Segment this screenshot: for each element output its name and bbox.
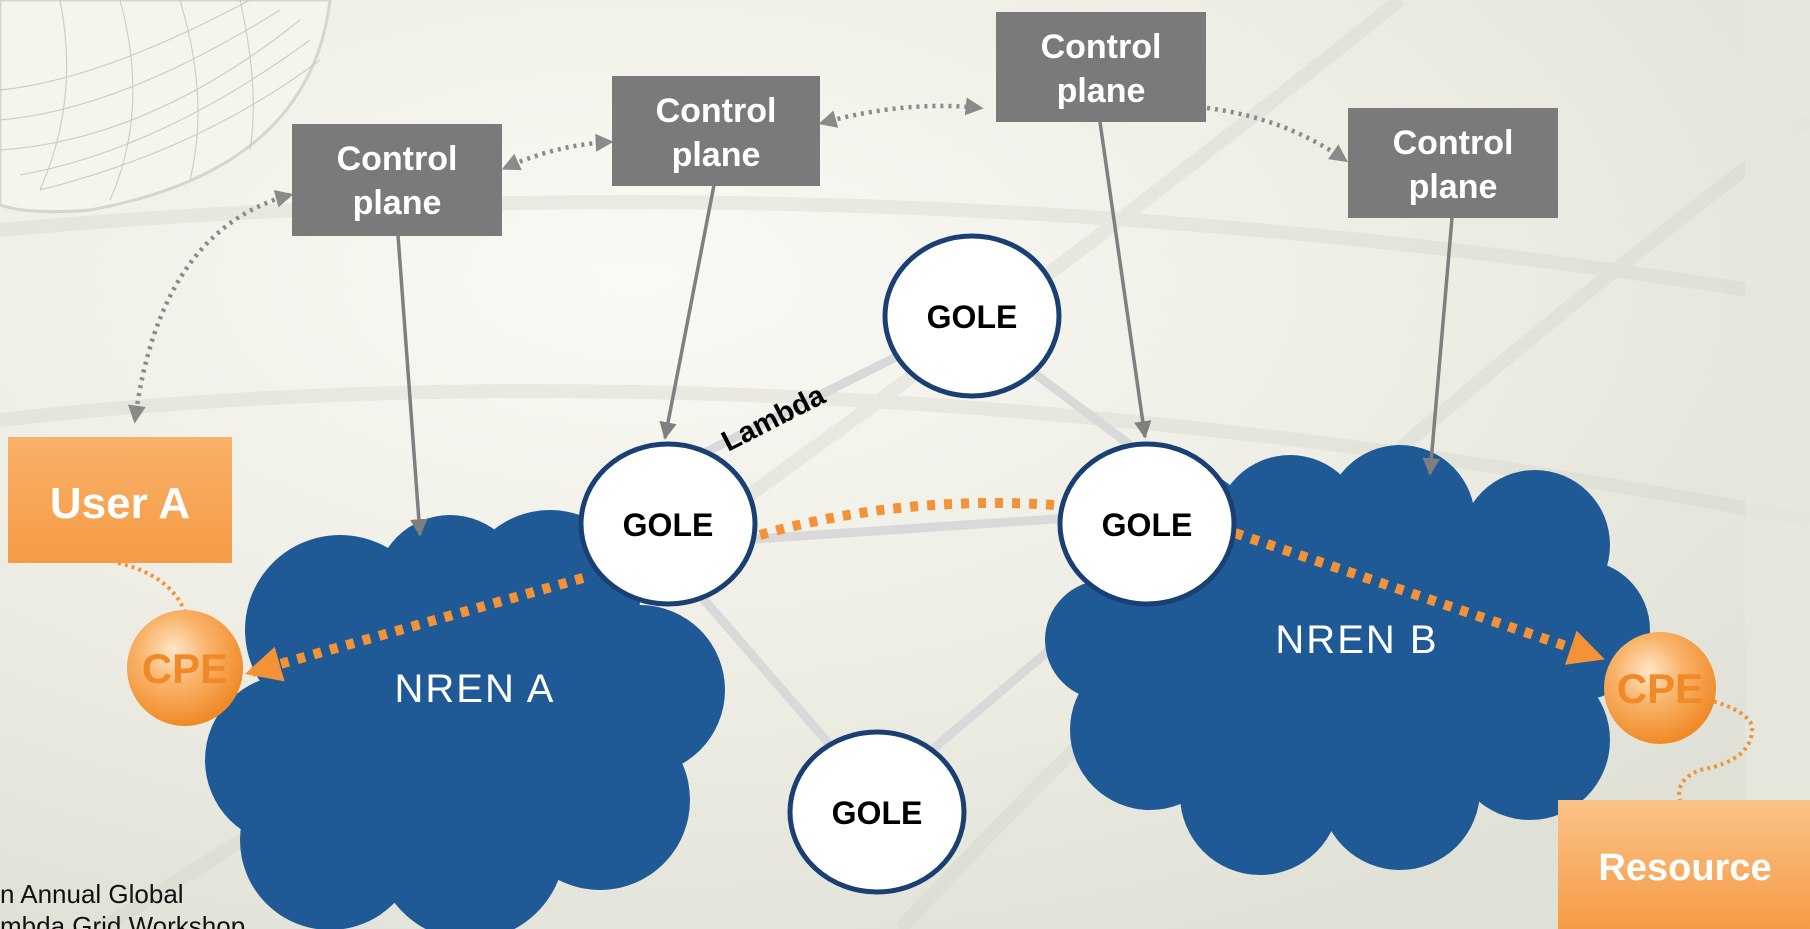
footer-line-1: n Annual Global [0,879,184,909]
link-gole-left-right [735,513,1075,545]
cp1-line2: plane [353,184,442,222]
control-plane-cp3: Control plane [996,12,1206,122]
gole-node-right: GOLE [1057,441,1237,607]
arrow-cp4-nren-b [1422,217,1454,476]
nren-a-label: NREN A [395,667,556,711]
cp1-line1: Control [337,140,458,178]
control-plane-cp4: Control plane [1348,108,1558,218]
nren-b-label: NREN B [1275,618,1438,662]
gole-top-label: GOLE [927,299,1018,335]
gole-bottom-label: GOLE [832,795,923,831]
gole-left-label: GOLE [623,507,714,543]
lightpath-segment-b [1233,528,1605,665]
access-links [117,561,1755,801]
link-cp3-cp4 [1206,105,1348,163]
control-plane-arrows [396,121,1454,537]
gole-node-top: GOLE [882,233,1062,399]
globe-decoration [0,0,332,214]
lightpath-segment-middle [758,498,1056,540]
cpe-node-left: CPE [127,610,243,726]
link-cp1-cp2 [501,133,614,171]
control-plane-cp1: Control plane [292,124,502,236]
link-user-cpe [117,561,187,613]
link-gole-left-bottom [695,590,835,750]
user-a-box: User A [8,437,232,563]
cp2-line2: plane [672,136,761,174]
control-plane-cp2: Control plane [612,76,820,186]
cp2-line1: Control [656,92,777,130]
cp3-line1: Control [1041,28,1162,66]
arrow-cp2-gole-left [659,184,716,440]
lightpath [245,498,1605,682]
link-gole-left-top [665,335,935,475]
cp4-line2: plane [1409,168,1498,206]
cp3-line2: plane [1057,72,1146,110]
resource-box: Resource [1558,800,1810,929]
link-cp2-cp3 [818,97,984,128]
cp4-line1: Control [1393,124,1514,162]
control-plane-links [127,97,1348,424]
nren-b-cloud: NREN B [1045,445,1650,875]
lightpath-segment-a [245,573,585,682]
link-cpe-resource [1651,688,1755,801]
link-cp1-user [127,190,294,424]
footer-line-2: mbda Grid Workshop [0,911,245,929]
cpe-right-label: CPE [1617,665,1703,712]
gole-node-bottom: GOLE [787,729,967,895]
resource-label: Resource [1598,847,1771,889]
arrow-cp1-nren-a [396,234,428,537]
gole-node-left: GOLE [578,441,758,607]
arrow-cp3-gole-right [1098,121,1152,439]
user-a-label: User A [50,479,190,528]
right-edge-band [1745,0,1810,929]
cpe-node-right: CPE [1604,632,1716,744]
cpe-left-label: CPE [142,645,228,692]
gole-right-label: GOLE [1102,507,1193,543]
